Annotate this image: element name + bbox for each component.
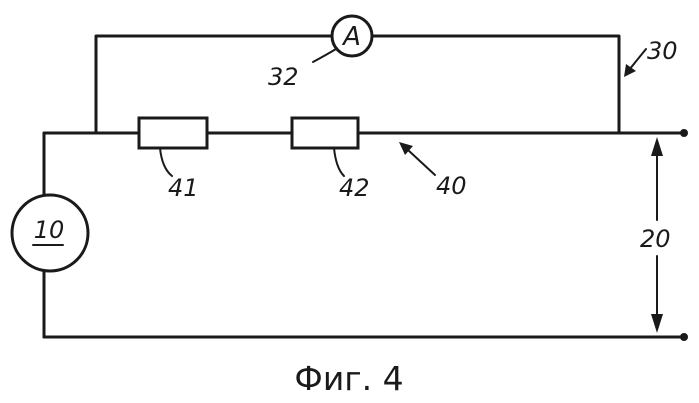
main-branch-arrow-line — [408, 150, 435, 175]
resistor-42-leader — [334, 148, 344, 176]
ammeter-label: 32 — [268, 63, 299, 91]
terminal-pair-label: 20 — [640, 225, 671, 253]
resistor-41-leader — [160, 148, 172, 176]
terminal-bottom — [680, 333, 688, 341]
main-branch-label: 40 — [436, 172, 467, 200]
resistor-42-label: 42 — [339, 174, 370, 202]
bypass-branch-arrow-line — [629, 49, 646, 70]
source-label: 10 — [34, 216, 65, 244]
terminal-dimension-arrow-up — [651, 137, 663, 156]
bypass-branch-label: 30 — [647, 37, 678, 65]
ammeter-leader-line — [313, 49, 336, 62]
figure-caption: Фиг. 4 — [294, 359, 403, 398]
resistor-42 — [292, 118, 358, 148]
bypass-branch-arrowhead — [624, 64, 636, 77]
ammeter-symbol: A — [341, 22, 361, 52]
terminal-top — [680, 129, 688, 137]
bypass-branch-wire-right — [372, 36, 619, 133]
resistor-41 — [139, 118, 207, 148]
terminal-dimension-arrow-down — [651, 314, 663, 333]
resistor-41-label: 41 — [168, 174, 199, 202]
